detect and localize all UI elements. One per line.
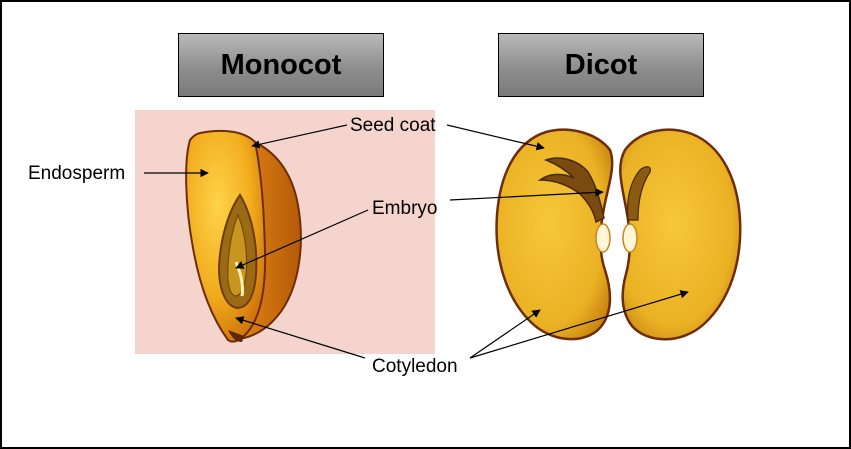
dicot-embryo-right <box>626 166 651 221</box>
monocot-title: Monocot <box>178 33 384 97</box>
arrow-cotyledon-dicot-right <box>469 290 689 359</box>
arrow-seedcoat-monocot <box>251 124 348 149</box>
arrow-embryo-monocot <box>235 209 369 269</box>
label-cotyledon: Cotyledon <box>372 356 458 377</box>
arrow-embryo-dicot <box>449 188 604 201</box>
dicot-hilum-right <box>622 223 638 253</box>
monocot-tip <box>228 330 244 342</box>
arrow-cotyledon-dicot-left <box>469 309 541 359</box>
label-endosperm: Endosperm <box>28 163 125 184</box>
dicot-hilum-left <box>595 223 611 253</box>
dicot-title: Dicot <box>498 33 704 97</box>
dicot-seed <box>495 128 742 341</box>
label-seed-coat: Seed coat <box>350 115 436 136</box>
arrow-seedcoat-dicot <box>446 124 545 151</box>
pointer-arrows <box>144 124 689 359</box>
dicot-right-cotyledon <box>619 128 742 341</box>
arrow-cotyledon-monocot <box>235 316 366 359</box>
dicot-embryo <box>537 157 605 224</box>
monocot-seed <box>185 129 302 343</box>
label-embryo: Embryo <box>372 198 437 219</box>
